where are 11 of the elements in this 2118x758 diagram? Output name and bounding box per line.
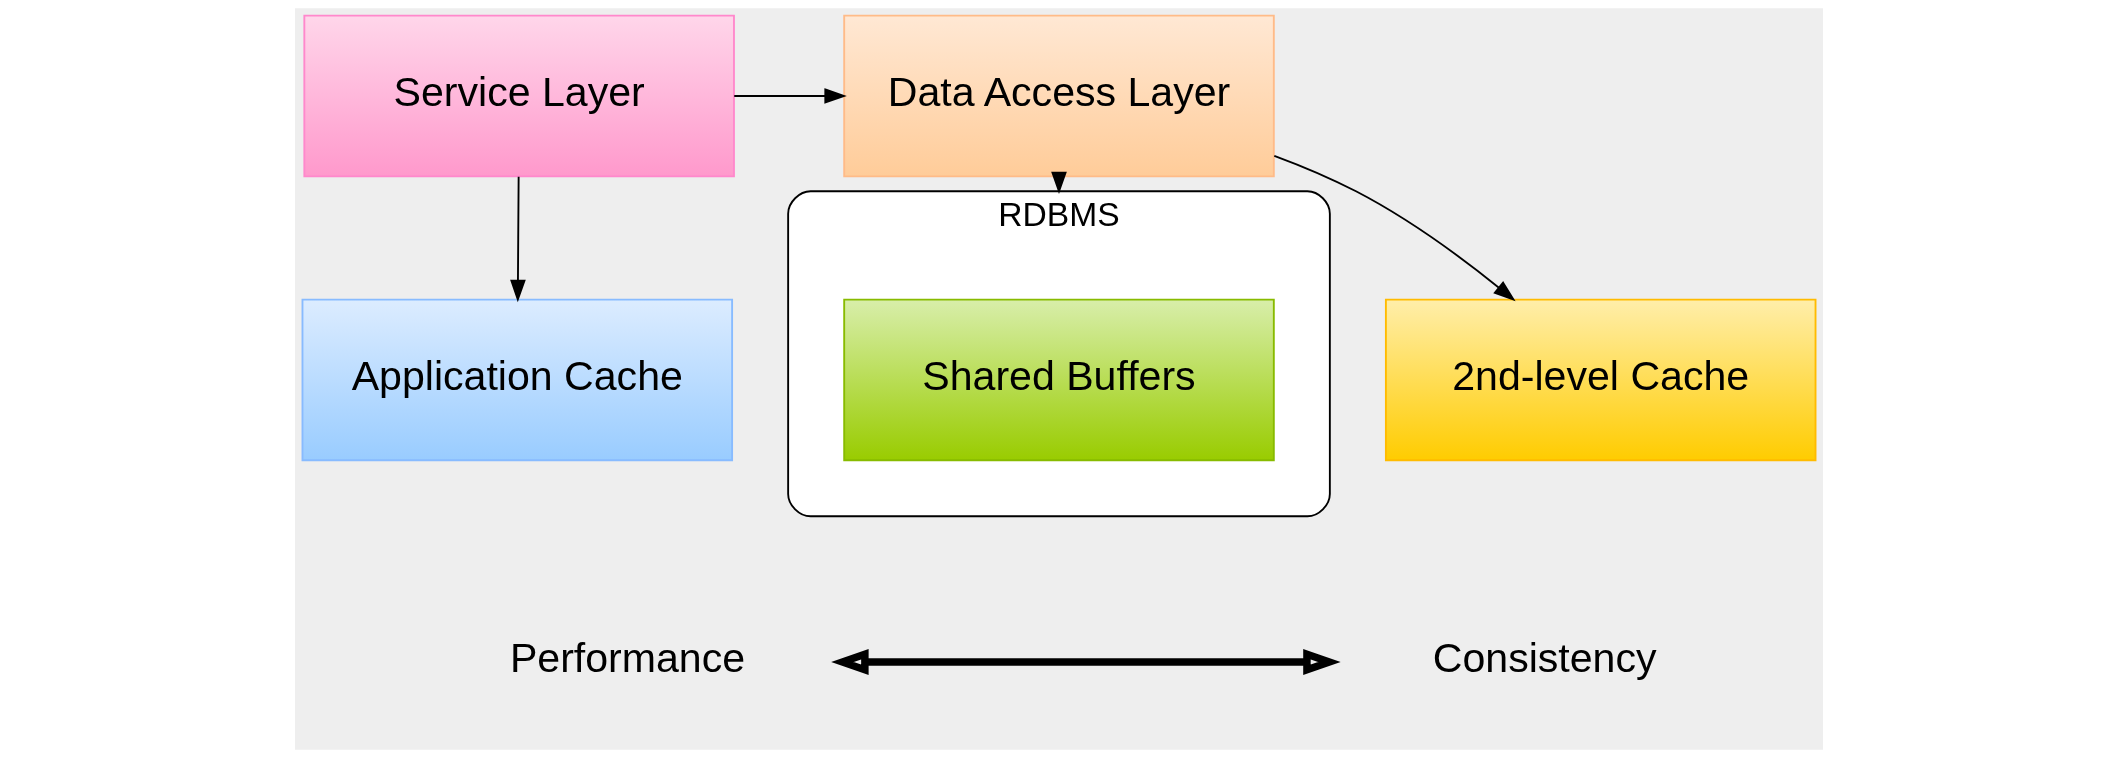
arrow: [1273, 154, 1516, 302]
node-box: 2nd-level Cache: [1384, 298, 1817, 462]
node-text: Performance: [509, 635, 746, 682]
arrow: [510, 175, 526, 303]
node-text: Consistency: [1432, 635, 1657, 682]
node-box: Shared Buffers: [843, 298, 1275, 462]
arrow: [831, 648, 1341, 676]
node-box: Service Layer: [303, 14, 735, 178]
node-box: Application Cache: [301, 298, 734, 462]
arrow: [733, 88, 847, 104]
arrow: [1051, 171, 1067, 195]
